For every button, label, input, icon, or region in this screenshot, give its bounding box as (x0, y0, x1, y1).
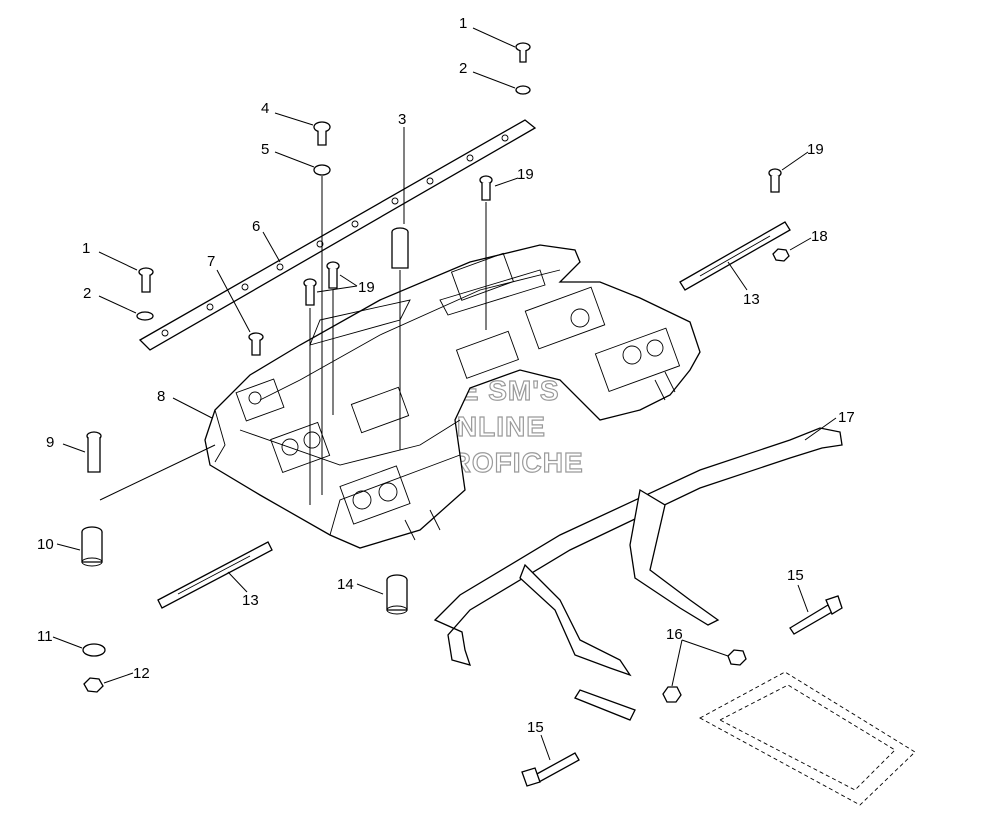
bolt-19-right (768, 168, 782, 193)
callout-10: 10 (37, 536, 54, 553)
screw-4 (313, 121, 331, 146)
callout-19-right: 19 (807, 141, 824, 158)
washer-11 (82, 643, 106, 657)
callout-labels: 1 2 4 3 5 19 19 6 18 1 7 19 2 13 8 17 9 … (37, 15, 855, 736)
bolt-19-left-b (326, 261, 340, 289)
callout-3: 3 (398, 111, 406, 128)
bolt-19-left-a (303, 278, 317, 306)
callout-19-left: 19 (358, 279, 375, 296)
callout-1-left: 1 (82, 240, 90, 257)
plate (574, 689, 636, 721)
bolt-15-right (789, 595, 843, 635)
callout-14: 14 (337, 576, 354, 593)
callout-5: 5 (261, 141, 269, 158)
callout-2-left: 2 (83, 285, 91, 302)
spacer-14 (386, 574, 408, 615)
nut-16-a (727, 649, 747, 666)
strip-part-13-right (679, 221, 791, 291)
nut-16-b (662, 686, 682, 703)
leader-lines (52, 27, 837, 761)
screw-1-top (515, 42, 531, 63)
fasteners (81, 42, 843, 787)
callout-4: 4 (261, 100, 269, 117)
nut-12 (83, 677, 104, 693)
strip-part-6 (138, 119, 537, 351)
spacer-10 (81, 526, 103, 567)
callout-1-top: 1 (459, 15, 467, 32)
strip-holes (161, 134, 509, 337)
pin-3 (391, 227, 409, 269)
callout-13-right: 13 (743, 291, 760, 308)
bolt-19-center (479, 175, 493, 201)
callout-6: 6 (252, 218, 260, 235)
callout-12: 12 (133, 665, 150, 682)
nut-18 (772, 248, 790, 262)
frame-part-17 (433, 427, 843, 677)
washer-2-top (515, 85, 531, 95)
pin-9 (86, 431, 102, 473)
washer-2-left (136, 311, 154, 321)
screw-7 (248, 332, 264, 356)
callout-15-right: 15 (787, 567, 804, 584)
callout-18: 18 (811, 228, 828, 245)
tray-outline (699, 671, 916, 806)
callout-7: 7 (207, 253, 215, 270)
bolt-15-bottom (521, 752, 580, 787)
callout-13-left: 13 (242, 592, 259, 609)
callout-16: 16 (666, 626, 683, 643)
callout-17: 17 (838, 409, 855, 426)
callout-9: 9 (46, 434, 54, 451)
washer-5 (313, 164, 331, 176)
callout-19-center: 19 (517, 166, 534, 183)
callout-15-bottom: 15 (527, 719, 544, 736)
callout-8: 8 (157, 388, 165, 405)
callout-11: 11 (37, 628, 53, 645)
callout-2-top: 2 (459, 60, 467, 77)
screw-1-left (138, 267, 154, 293)
strip-part-13-left (157, 541, 273, 609)
rack-assembly (204, 244, 701, 549)
